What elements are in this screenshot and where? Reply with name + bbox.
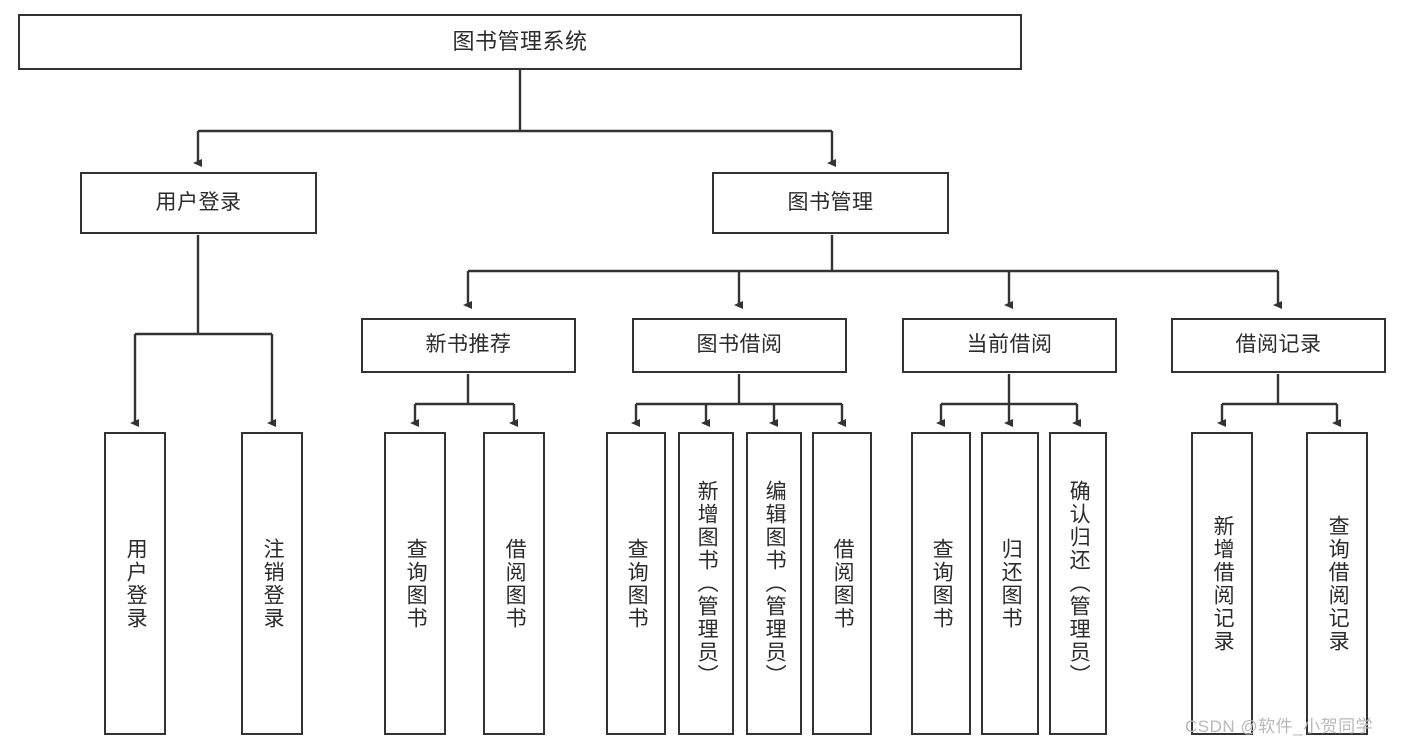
leaf-book-borrow-edit[interactable]: 编辑图书（管理员） [746,432,802,735]
node-book-management-label: 图书管理 [787,190,874,214]
node-root-label: 图书管理系统 [452,29,588,55]
node-new-book-recommend-label: 新书推荐 [425,333,512,357]
leaf-new-book-query[interactable]: 查询图书 [384,432,446,735]
node-user-login[interactable]: 用户登录 [80,172,317,234]
leaf-book-borrow-query[interactable]: 查询图书 [606,432,666,735]
node-current-borrow[interactable]: 当前借阅 [902,318,1117,373]
leaf-current-borrow-confirm-label: 确认归还（管理员） [1067,480,1091,687]
node-book-borrow[interactable]: 图书借阅 [632,318,847,373]
node-user-login-label: 用户登录 [155,190,242,214]
leaf-borrow-record-add[interactable]: 新增借阅记录 [1191,432,1253,735]
node-borrow-record[interactable]: 借阅记录 [1171,318,1386,373]
leaf-book-borrow-add[interactable]: 新增图书（管理员） [678,432,734,735]
leaf-user-login-logout-label: 注销登录 [261,537,285,630]
leaf-current-borrow-query-label: 查询图书 [930,537,954,630]
leaf-borrow-record-add-label: 新增借阅记录 [1211,514,1235,653]
node-book-management[interactable]: 图书管理 [712,172,949,234]
node-book-borrow-label: 图书借阅 [696,333,783,357]
leaf-new-book-query-label: 查询图书 [404,537,428,630]
leaf-current-borrow-return[interactable]: 归还图书 [981,432,1039,735]
leaf-new-book-borrow-label: 借阅图书 [503,537,527,630]
leaf-book-borrow-add-label: 新增图书（管理员） [695,480,719,687]
leaf-new-book-borrow[interactable]: 借阅图书 [483,432,545,735]
node-new-book-recommend[interactable]: 新书推荐 [361,318,576,373]
leaf-current-borrow-return-label: 归还图书 [999,537,1023,630]
node-root[interactable]: 图书管理系统 [18,14,1022,70]
leaf-current-borrow-query[interactable]: 查询图书 [911,432,971,735]
leaf-borrow-record-query[interactable]: 查询借阅记录 [1306,432,1368,735]
leaf-book-borrow-borrow[interactable]: 借阅图书 [812,432,872,735]
node-borrow-record-label: 借阅记录 [1235,333,1322,357]
leaf-user-login-login[interactable]: 用户登录 [104,432,166,735]
leaf-book-borrow-edit-label: 编辑图书（管理员） [763,480,787,687]
leaf-book-borrow-query-label: 查询图书 [625,537,649,630]
leaf-user-login-logout[interactable]: 注销登录 [241,432,303,735]
csdn-watermark: CSDN @软件_小贺同学 [1185,717,1374,736]
leaf-borrow-record-query-label: 查询借阅记录 [1326,514,1350,653]
leaf-book-borrow-borrow-label: 借阅图书 [831,537,855,630]
node-current-borrow-label: 当前借阅 [966,333,1053,357]
leaf-user-login-login-label: 用户登录 [124,537,148,630]
leaf-current-borrow-confirm[interactable]: 确认归还（管理员） [1049,432,1107,735]
